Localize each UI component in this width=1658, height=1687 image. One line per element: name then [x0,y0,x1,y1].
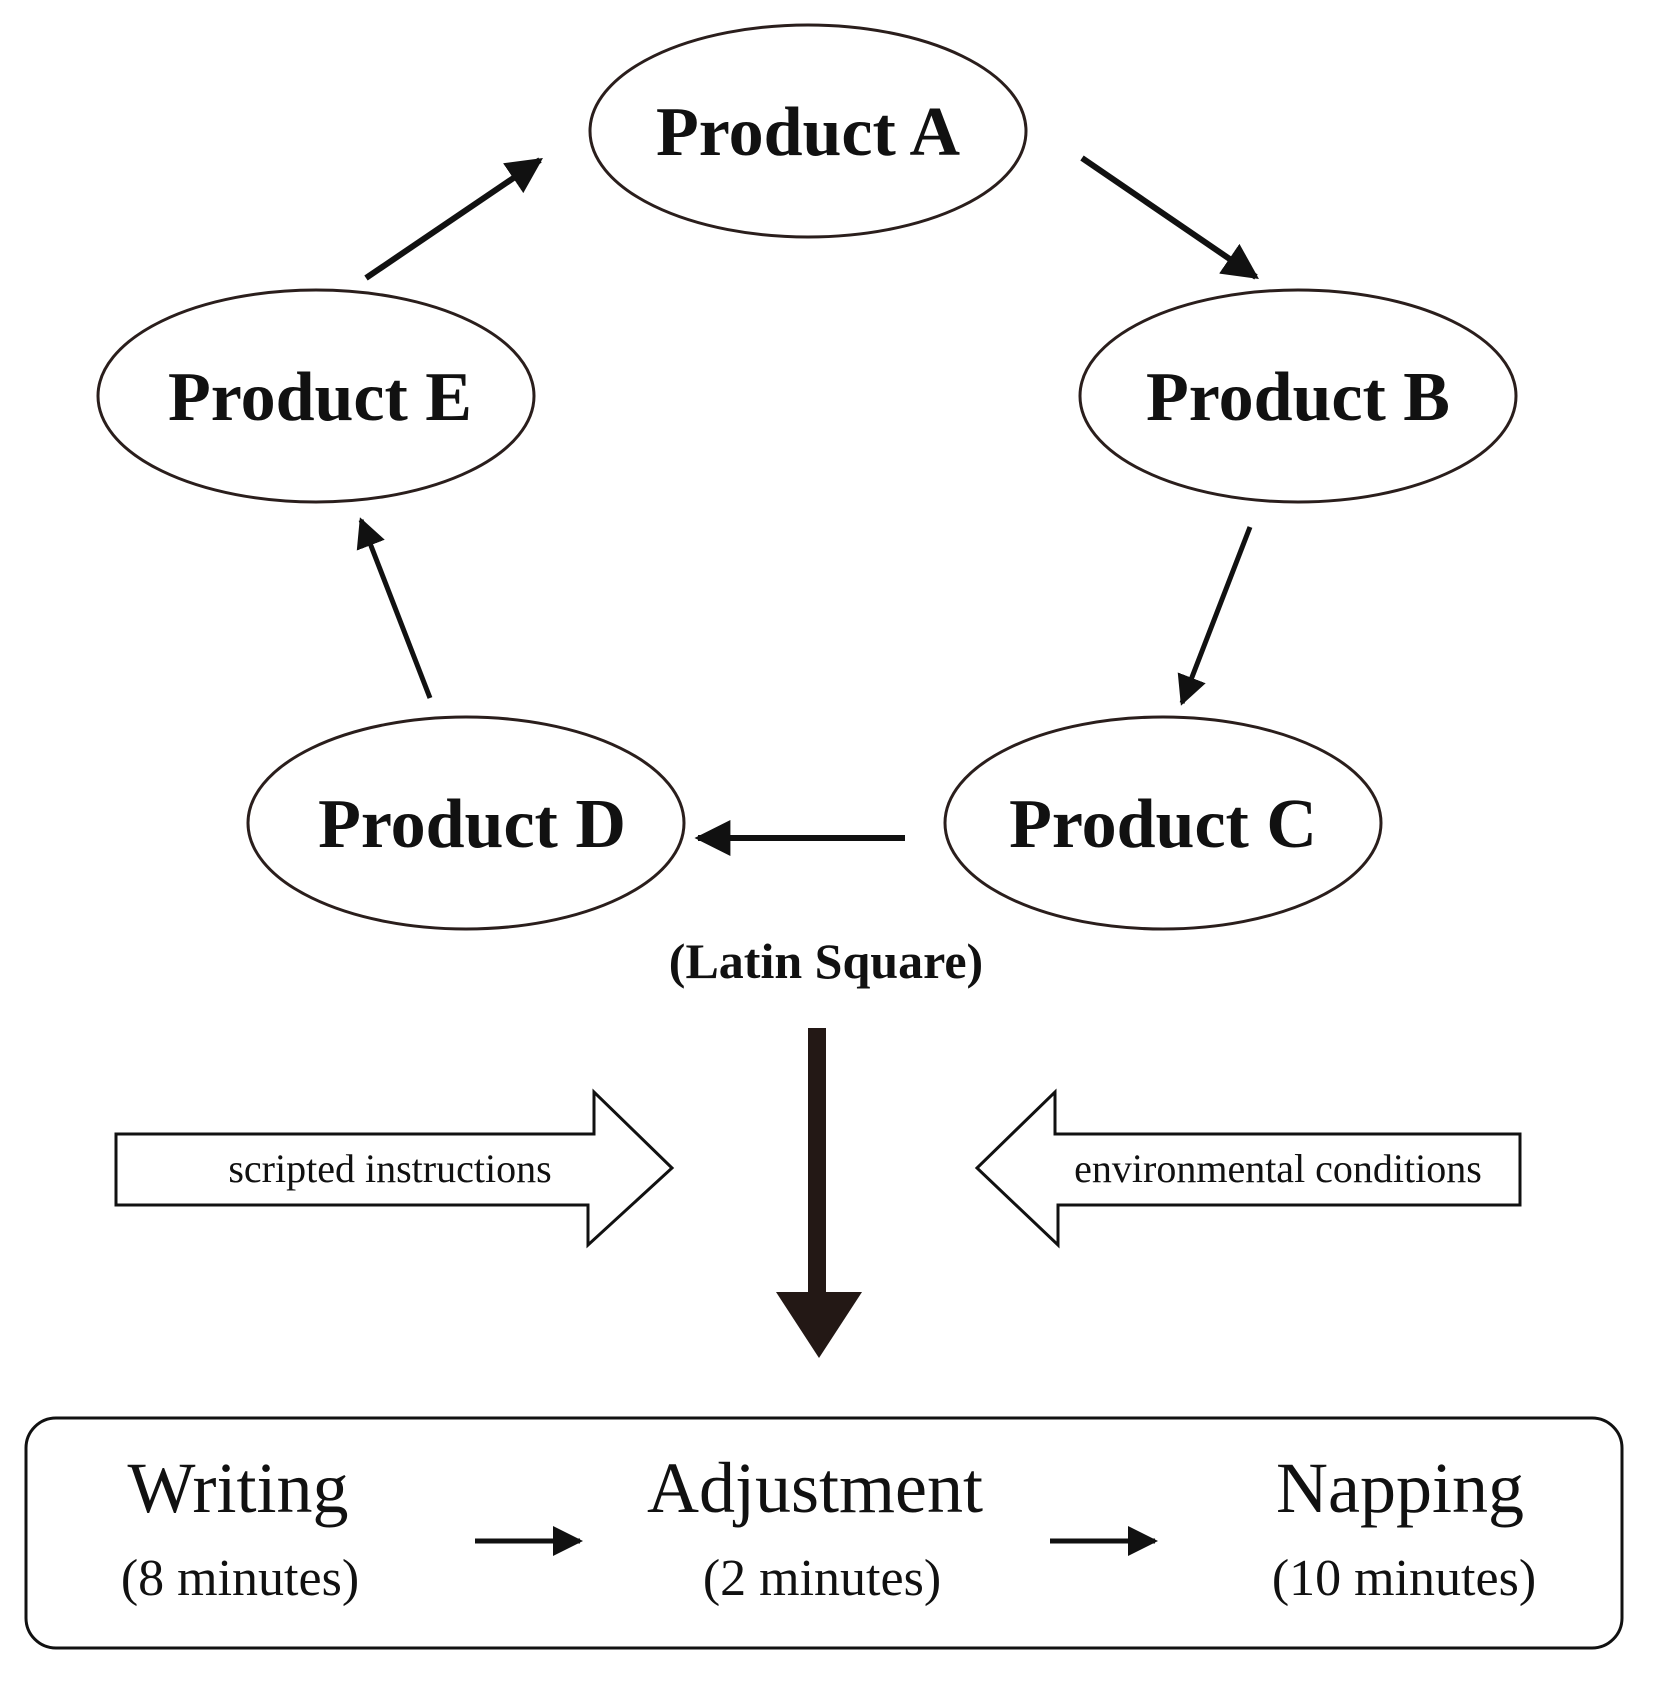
product-e-label: Product E [168,359,472,436]
step-napping-duration: (10 minutes) [1272,1550,1536,1607]
product-b-ellipse [1078,288,1518,504]
product-b-label: Product B [1146,359,1450,436]
left-block-arrow-shape [114,1088,675,1249]
environmental-conditions-label: environmental conditions [1074,1146,1482,1191]
product-a-label: Product A [656,94,960,171]
procedure-box: Writing (8 minutes) Adjustment (2 minute… [24,1416,1624,1650]
scripted-instructions-arrow: scripted instructions [114,1088,675,1249]
right-block-arrow-shape [974,1088,1522,1249]
step-adjustment-name: Adjustment [647,1448,983,1528]
product-a-node: Product A [588,23,1028,239]
product-c-ellipse [943,715,1383,931]
product-d-ellipse [246,715,686,931]
step-adjustment: Adjustment (2 minutes) [647,1448,983,1607]
main-arrow-shaft [808,1028,826,1294]
arrow-d-to-e [356,517,433,699]
latin-square-caption: (Latin Square) [669,933,983,989]
product-e-ellipse [96,288,536,504]
product-a-ellipse [588,23,1028,239]
product-d-node: Product D [246,715,686,931]
arrow-a-to-b [1080,155,1259,280]
step-adjustment-duration: (2 minutes) [703,1550,941,1607]
step-writing: Writing (8 minutes) [121,1448,359,1607]
step-napping-name: Napping [1276,1448,1524,1528]
step-writing-duration: (8 minutes) [121,1550,359,1607]
product-d-label: Product D [318,786,626,863]
step-napping: Napping (10 minutes) [1272,1448,1536,1607]
product-c-label: Product C [1009,786,1317,863]
scripted-instructions-label: scripted instructions [228,1146,551,1191]
arrow-e-to-a [364,157,543,281]
arrow-b-to-c [1177,526,1253,706]
main-down-arrow [776,1028,862,1358]
main-arrow-head [776,1292,862,1358]
procedure-box-frame [24,1416,1624,1650]
product-e-node: Product E [96,288,536,504]
step-writing-name: Writing [127,1448,348,1528]
environmental-conditions-arrow: environmental conditions [974,1088,1522,1249]
product-c-node: Product C [943,715,1383,931]
product-b-node: Product B [1078,288,1518,504]
